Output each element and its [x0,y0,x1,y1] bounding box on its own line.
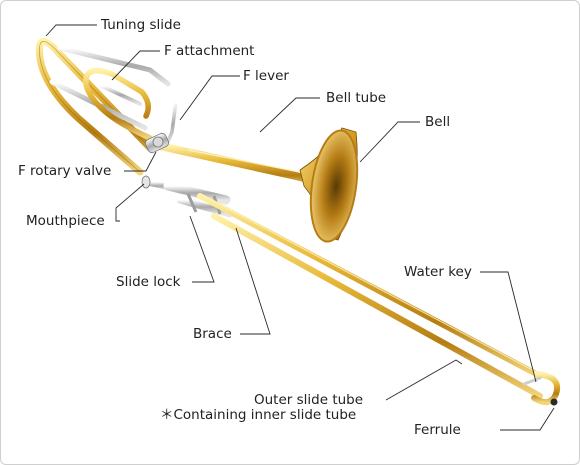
label-tuning-slide: Tuning slide [100,17,181,33]
outer-slide-tube-shape [197,193,543,379]
tuning-slide-shape [35,38,154,176]
label-f-rotary-valve: F rotary valve [18,163,111,179]
label-ferrule: Ferrule [414,422,461,438]
labels: Tuning slide F attachment F lever Bell t… [18,17,472,438]
label-outer-slide-tube: Outer slide tube [254,392,363,408]
label-mouthpiece: Mouthpiece [26,213,105,229]
f-attachment-shape [83,67,153,141]
label-slide-lock: Slide lock [116,274,181,290]
bell-opening [309,129,359,243]
leader-lines [45,24,555,431]
label-bell: Bell [425,114,450,130]
water-key-shape [522,376,542,386]
ferrule-shape [550,398,558,406]
label-bell-tube: Bell tube [326,90,386,106]
label-containing-note: ＊Containing inner slide tube [160,407,356,423]
trombone-illustration [35,38,560,406]
label-water-key: Water key [404,264,472,280]
label-f-lever: F lever [243,68,289,84]
label-f-attachment: F attachment [164,43,254,59]
label-brace: Brace [193,326,232,342]
